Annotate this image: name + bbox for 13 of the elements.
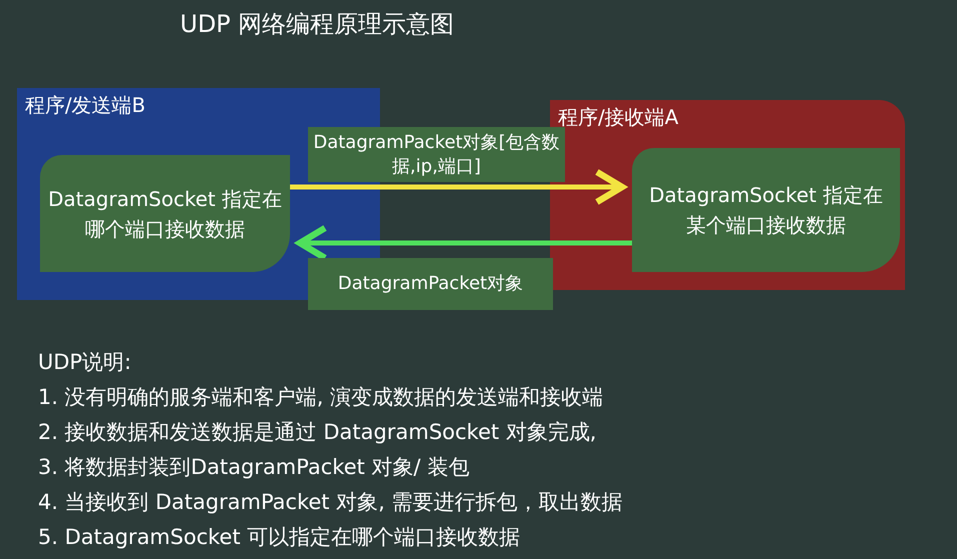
note-line: 2. 接收数据和发送数据是通过 DatagramSocket 对象完成, — [38, 419, 598, 446]
arrow — [290, 168, 626, 206]
packet-label: DatagramPacket对象[包含数据,ip,端口] — [308, 127, 565, 182]
note-line: 1. 没有明确的服务端和客户端, 演变成数据的发送端和接收端 — [38, 384, 604, 411]
packet-label: DatagramPacket对象 — [308, 258, 553, 310]
notes-heading: UDP说明: — [38, 349, 132, 376]
note-line: 4. 当接收到 DatagramPacket 对象, 需要进行拆包，取出数据 — [38, 489, 624, 516]
socket-box: DatagramSocket 指定在哪个端口接收数据 — [40, 155, 290, 272]
note-line: 3. 将数据封装到DatagramPacket 对象/ 装包 — [38, 454, 470, 481]
socket-box: DatagramSocket 指定在某个端口接收数据 — [632, 148, 900, 272]
title: UDP 网络编程原理示意图 — [180, 9, 456, 40]
note-line: 5. DatagramSocket 可以指定在哪个端口接收数据 — [38, 524, 522, 551]
panel-heading: 程序/发送端B — [25, 92, 146, 119]
